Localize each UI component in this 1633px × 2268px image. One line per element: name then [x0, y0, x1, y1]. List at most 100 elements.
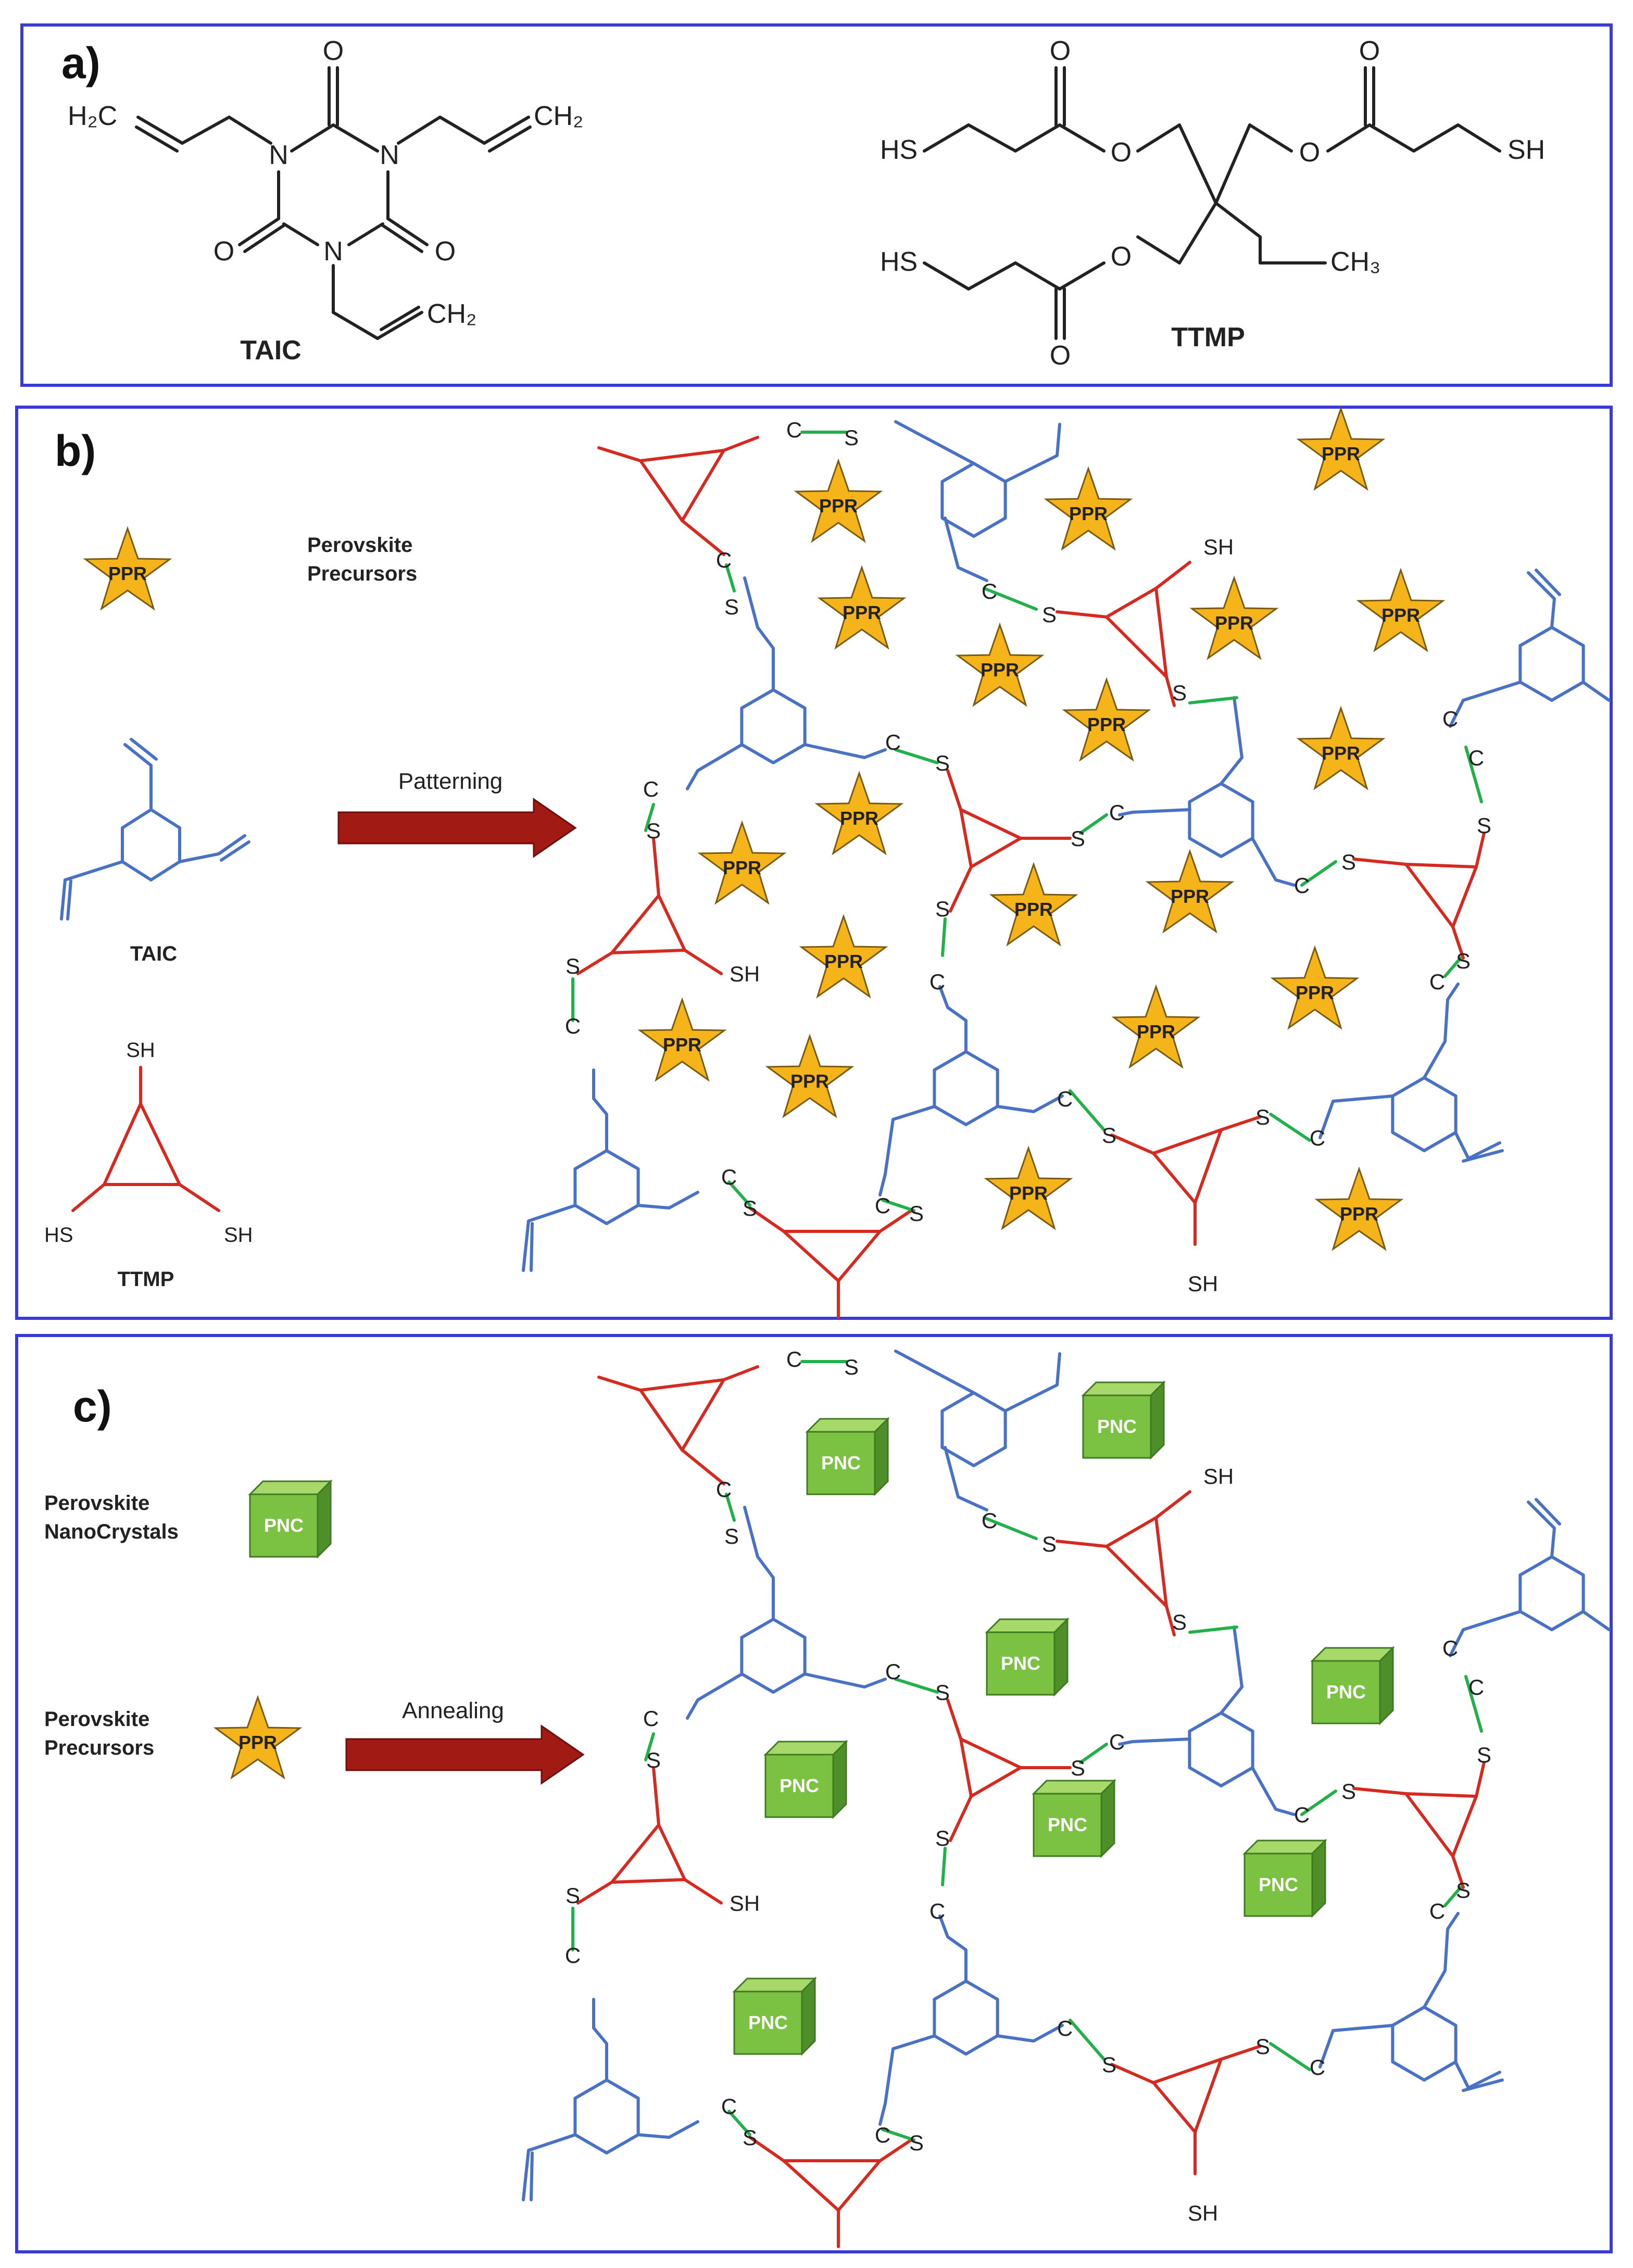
thioether-link [1443, 956, 1462, 978]
taic-arm [938, 985, 968, 1053]
carbon-atom: C [1429, 1899, 1445, 1923]
taic-arm [636, 1191, 699, 1209]
taic-arm [1003, 1352, 1061, 1413]
taic-arm [1251, 1766, 1296, 1816]
ttmp-hs-bottom: HS [880, 247, 918, 277]
carbon-atom: C [1310, 1126, 1325, 1150]
thioether-link [881, 1199, 915, 1212]
ttmp-arm [1220, 2045, 1262, 2061]
taic-dbl [530, 2151, 534, 2201]
thioether-link [881, 2128, 915, 2141]
ppr-star: PPR [1298, 408, 1384, 490]
carbon-atom: C [875, 1193, 890, 1218]
ttmp-arm [722, 1365, 759, 1381]
pnc-cube: PNC [1311, 1647, 1394, 1724]
sulfur-atom: S [1341, 1779, 1356, 1804]
ttmp-hs-top: HS [880, 135, 918, 165]
ttmp-sh-top: SH [1508, 135, 1545, 165]
taic-arm [1318, 1094, 1395, 1139]
pnc-cube: PNC [1082, 1381, 1165, 1459]
thioether-link [1300, 860, 1337, 887]
sulfur-atom: S [909, 1201, 924, 1226]
carbon-atom: C [875, 2123, 890, 2147]
thioether-link [941, 1847, 947, 1886]
taic-dbl [1462, 1149, 1504, 1163]
carbon-atom: C [721, 2094, 737, 2119]
ttmp-core [1152, 1128, 1223, 1204]
sulfur-atom: S [909, 2131, 924, 2155]
taic-atom-n-bottom: N [323, 236, 343, 267]
taic-arm [894, 1350, 975, 1394]
ttmp-core [610, 1823, 686, 1884]
taic-arm [878, 2034, 936, 2126]
patterning-label: Patterning [398, 768, 503, 794]
sulfur-atom: S [743, 2125, 757, 2150]
thioether-link [1443, 1886, 1462, 1907]
panel-a-taic-name: TAIC [240, 335, 301, 366]
ppr-star-label: PPR [1069, 503, 1108, 524]
ttmp-structure [923, 66, 1501, 340]
taic-arm [996, 1094, 1064, 1113]
sulfur-atom: S [566, 1883, 580, 1908]
taic-ring [1518, 626, 1585, 702]
taic-arm [1527, 1501, 1556, 1558]
ppr-star: PPR [985, 1147, 1072, 1229]
ttmp-arm [597, 1376, 642, 1392]
taic-ring [1391, 1076, 1458, 1152]
ttmp-core [959, 1737, 1022, 1798]
panel-a-label: a) [61, 39, 101, 87]
ttmp-core [610, 894, 686, 954]
thiol-group: SH [1203, 535, 1234, 559]
thioether-link [1188, 696, 1238, 704]
legend-pnc-cube: PNC [249, 1480, 332, 1558]
ttmp-arm [652, 1766, 660, 1826]
carbon-atom: C [1057, 2016, 1073, 2040]
taic-ring [1188, 782, 1254, 858]
taic-arm [1318, 2024, 1395, 2069]
carbon-atom: C [643, 1706, 659, 1731]
sulfur-atom: S [646, 818, 661, 843]
ttmp-arm [1352, 858, 1408, 866]
ppr-star: PPR [800, 915, 887, 998]
sulfur-atom: S [935, 1680, 950, 1705]
sulfur-atom: S [1456, 1878, 1471, 1902]
carbon-atom: C [929, 969, 945, 994]
carbon-atom: C [565, 1014, 581, 1038]
carbon-atom: C [929, 1899, 945, 1923]
ppr-star-label: PPR [723, 857, 761, 878]
carbon-atom: C [1429, 969, 1445, 994]
ppr-star-label: PPR [663, 1034, 701, 1055]
ttmp-arm [1110, 1133, 1155, 1155]
legend-ttmp-sh-right: SH [224, 1224, 253, 1246]
pnc-cube-label: PNC [821, 1452, 861, 1473]
sulfur-atom: S [1071, 826, 1085, 851]
ppr-star: PPR [767, 1035, 853, 1117]
pnc-cube-label: PNC [1001, 1653, 1040, 1674]
sulfur-atom: S [1477, 1743, 1491, 1767]
sulfur-atom: S [935, 1826, 950, 1850]
ttmp-arm [878, 1209, 913, 1233]
thioether-link [1079, 1743, 1108, 1764]
sulfur-atom: S [1255, 1105, 1270, 1129]
thiol-group: SH [1203, 1464, 1234, 1489]
thioether-link [1464, 1675, 1483, 1733]
ttmp-arm [946, 1698, 962, 1741]
carbon-atom: C [1057, 1087, 1073, 1111]
ppr-star: PPR [1272, 947, 1358, 1029]
carbon-atom: C [1468, 746, 1484, 770]
pnc-cube-label: PNC [1048, 1814, 1087, 1835]
pnc-cube-label: PNC [1097, 1416, 1137, 1437]
taic-arm [894, 420, 975, 465]
thiol-group: SH [1188, 2201, 1218, 2225]
legend-perovskite-precursors-c-line1: Perovskite [44, 1708, 149, 1731]
taic-dbl [530, 1222, 534, 1272]
carbon-atom: C [982, 1508, 997, 1533]
ttmp-o-top-left: O [1050, 36, 1071, 66]
ppr-star-label: PPR [1322, 742, 1360, 764]
carbon-atom: C [885, 730, 901, 754]
ppr-star-label: PPR [1215, 612, 1253, 634]
taic-arm [522, 2133, 577, 2201]
annealing-arrow [345, 1724, 585, 1785]
taic-arm [1003, 423, 1061, 483]
